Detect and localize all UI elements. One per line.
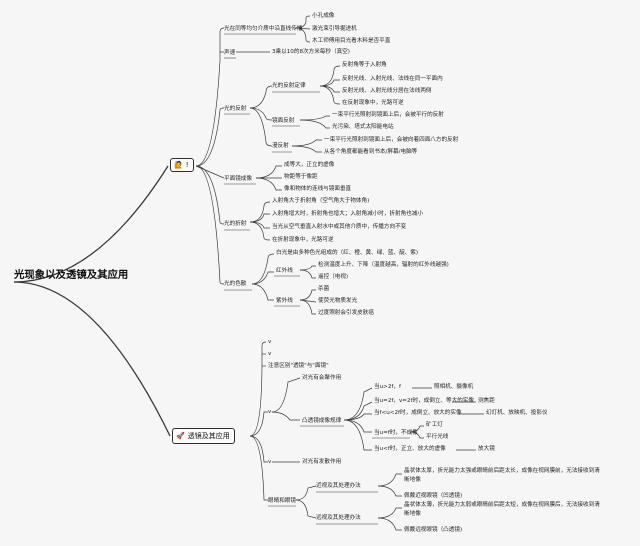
myopia-fix: 佩戴近视眼镜（凹透镜) — [404, 493, 463, 499]
reflection-label: 光的反射 — [224, 106, 247, 112]
mirror-item: 一束平行光照射到镜面上后，会被平行的反射 — [332, 112, 444, 118]
ultraviolet-label: 紫外线 — [276, 298, 293, 304]
propagation-item: 小孔成像 — [312, 13, 335, 19]
myopia-desc: 晶状体太厚，折光能力太强或眼睛前后距太长，成像在视网膜前，无法接收到清 — [404, 468, 600, 474]
propagation-item: 激光束引导掘进机 — [312, 26, 357, 32]
ultraviolet-item: 过度照射会引发皮肤癌 — [318, 310, 374, 316]
refraction-item: 当光从空气垂直入射水中或其他介质中，传播方向不变 — [272, 224, 407, 230]
refraction-item: 入射角增大时，折射角也增大；入射角减小时，折射角也减小 — [272, 211, 424, 217]
hyperopia-desc: 晰地像 — [404, 511, 421, 517]
mirror-reflection-label: 镜面反射 — [272, 118, 295, 124]
diffuse-item: 一束平行光照射到镜面上后，会被向着四面八方的反射 — [324, 137, 459, 143]
hyperopia-desc: 晶状体太薄，折光能力太弱或眼睛前后距太短，成像在视网膜后，无法接收到清 — [404, 502, 600, 508]
rocket-icon: 🚀 — [176, 432, 185, 440]
branch-title: ! — [185, 161, 189, 169]
refraction-item: 入射角大于折射角（空气角大于物体角) — [272, 198, 370, 204]
law-item: 在反射现象中，光路可逆 — [342, 100, 404, 106]
rule-use: 平行光线 — [426, 434, 449, 440]
rule-use: 放大镜 — [478, 446, 495, 452]
concave-mark: v — [268, 459, 272, 465]
eye-label: 眼睛和眼镜 — [268, 498, 296, 504]
ultraviolet-item: 使荧光物质发光 — [318, 298, 358, 304]
diffuse-item: 从各个角度都能看到书本/屏幕/电脑等 — [324, 149, 418, 155]
concave-effect: 对光有发散作用 — [302, 459, 342, 465]
law-item: 反射角等于入射角 — [342, 62, 387, 68]
lens-note: 注意区别"透镜"与"面镜" — [268, 363, 329, 369]
rule-use: 照相机、摄像机 — [434, 384, 474, 390]
raised-hand-icon: 🙋 — [174, 161, 183, 169]
plane-mirror-item: 物距等于像距 — [284, 174, 318, 180]
rule-use: 矿工灯 — [426, 422, 443, 428]
convex-mark: v — [268, 409, 272, 415]
myopia-desc: 晰地像 — [404, 477, 421, 483]
lens-child-1: v — [268, 339, 272, 345]
plane-mirror-item: 像和物体的连线与镜面垂直 — [284, 186, 352, 192]
myopia-label: 近视及其处理办法 — [316, 483, 361, 489]
rule-condition: 当u>2f，f — [374, 384, 401, 390]
mirror-item: 光污染、塔式太阳能电站 — [332, 124, 394, 130]
infrared-item: 遥控（电视) — [318, 274, 349, 280]
plane-mirror-label: 平面镜成像 — [224, 176, 252, 182]
root-topic: 光现象以及透镜及其应用 — [14, 269, 129, 281]
plane-mirror-item: 成等大，正立的虚像 — [284, 162, 335, 168]
propagation-label: 光在同等均匀介质中沿直线传播 — [224, 26, 303, 32]
convex-effect: 对光有会聚作用 — [302, 375, 342, 381]
branch-lens-topic[interactable]: 🚀 透镜及其应用 — [172, 428, 235, 444]
convex-rule-label: 凸透镜成像规律 — [302, 418, 342, 424]
infrared-label: 红外线 — [276, 268, 293, 274]
rule-condition: 当u<f时，正立、放大的虚像 — [374, 446, 446, 452]
dispersion-label: 光的色散 — [224, 281, 247, 287]
law-item: 反射光线、入射光线分居在法线两侧 — [342, 88, 432, 94]
rule-condition: 当u=f时，不成像 — [374, 430, 418, 436]
refraction-item: 在折射现象中，光路可逆 — [272, 237, 334, 243]
law-item: 反射光线、入射光线、法线在同一平面内 — [342, 76, 443, 82]
infrared-item: 检测温度上升、下降（温度越高，辐射的红外线越强) — [318, 262, 449, 268]
speed-value: 3乘以10的8次方米每秒（真空) — [272, 49, 350, 55]
propagation-item: 木工师傅用目光看木料是否平直 — [312, 38, 391, 44]
ultraviolet-item: 杀菌 — [318, 286, 330, 292]
hyperopia-label: 远视及其处理办法 — [316, 515, 361, 521]
rule-condition: 当f<u<2f时，成倒立、放大的实像 — [374, 410, 462, 416]
refraction-label: 光的折射 — [224, 221, 247, 227]
white-light-note: 白光是由多种色光组成的（红、橙、黄、绿、蓝、靛、紫) — [276, 250, 419, 256]
rule-use: 测焦距 — [478, 398, 495, 404]
lens-child-2: v — [268, 351, 272, 357]
rule-condition: 当u=2f，v=2f时，成倒立、等大的实像 — [374, 398, 475, 404]
hyperopia-fix: 佩戴远视眼镜（凸透镜) — [404, 527, 463, 533]
branch-hand-topic[interactable]: 🙋 ! — [170, 158, 194, 172]
reflection-law-label: 光的反射定律 — [272, 83, 306, 89]
speed-label: 声速 — [224, 50, 236, 56]
branch-title: 透镜及其应用 — [187, 432, 230, 440]
rule-use: 幻灯机、放映机、投影仪 — [486, 410, 548, 416]
diffuse-reflection-label: 漫反射 — [272, 143, 289, 149]
